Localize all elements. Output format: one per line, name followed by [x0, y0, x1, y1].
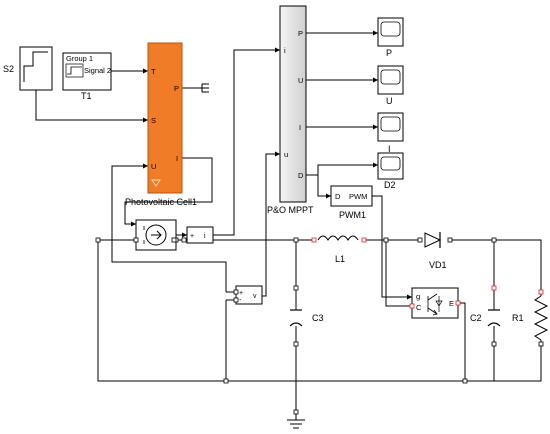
mppt-port-i: i: [284, 46, 286, 55]
connection-port: [447, 237, 453, 243]
scope-u-label: U: [386, 96, 393, 106]
pv-port-p: P: [174, 84, 179, 93]
pv-port-t: T: [151, 67, 156, 76]
connection-port: [293, 341, 299, 347]
l1-label: L1: [335, 254, 345, 264]
mppt-label: P&O MPPT: [267, 205, 314, 215]
s2-label: S2: [3, 64, 14, 74]
connection-port: [491, 285, 497, 291]
t1-label: T1: [81, 91, 92, 101]
capacitor-c2[interactable]: C2: [470, 309, 501, 327]
connection-port: [181, 237, 187, 243]
connection-port: [293, 237, 299, 243]
connection-port: [409, 303, 415, 309]
connection-port: [491, 237, 497, 243]
scope-i-label: I: [388, 144, 391, 154]
pv-connector-icon: [151, 179, 161, 187]
c2-label: C2: [470, 313, 482, 323]
igbt-port-c: C: [416, 303, 422, 312]
diode-vd1[interactable]: VD1: [424, 232, 447, 270]
connection-port: [538, 289, 544, 295]
svg-text:v: v: [253, 293, 257, 300]
connection-port: [491, 341, 497, 347]
connection-port: [311, 237, 317, 243]
capacitor-c3[interactable]: C3: [289, 309, 324, 327]
connection-port: [455, 300, 461, 306]
controlled-current-source-block[interactable]: [135, 219, 177, 251]
scope-p-label: P: [386, 48, 392, 58]
connection-port: [293, 409, 299, 415]
ground-icon: [287, 419, 305, 429]
pv-port-s: S: [151, 116, 156, 125]
scope-d2[interactable]: D2: [377, 152, 404, 190]
t1-block[interactable]: Group 1 Signal 2 T1: [62, 52, 112, 101]
scope-u[interactable]: U: [377, 65, 404, 106]
pwm-port-d: D: [335, 192, 341, 201]
svg-text:+: +: [190, 233, 194, 240]
svg-text:+: +: [239, 290, 243, 297]
igbt-switch[interactable]: g C E: [411, 287, 459, 319]
vd1-label: VD1: [429, 260, 447, 270]
connection-port: [171, 237, 177, 243]
connection-port: [293, 285, 299, 291]
photovoltaic-cell-block[interactable]: T S U P I Photovoltaic Cell1: [125, 42, 197, 207]
pwm-port-out: PWM: [349, 192, 367, 201]
igbt-port-e: E: [449, 299, 454, 308]
t1-group-label: Group 1: [66, 54, 93, 63]
mppt-port-p: P: [298, 29, 303, 38]
scope-p[interactable]: P: [377, 17, 404, 58]
scope-i[interactable]: I: [377, 112, 404, 154]
connection-port: [538, 341, 544, 347]
terminator-icon: [201, 83, 209, 93]
wires: [35, 30, 542, 420]
mppt-block[interactable]: i u P U I D P&O MPPT: [267, 5, 314, 215]
sum-block-current[interactable]: + i: [186, 226, 214, 244]
connection-port: [95, 237, 101, 243]
mppt-port-u: u: [284, 150, 288, 159]
pwm-label: PWM1: [339, 210, 366, 220]
scope-d2-label: D2: [384, 180, 396, 190]
r1-label: R1: [512, 313, 524, 323]
port-markers: [95, 237, 544, 415]
connection-port: [383, 237, 389, 243]
svg-text:-: -: [239, 297, 242, 304]
mppt-port-d: D: [298, 171, 304, 180]
mppt-port-io: I: [299, 123, 301, 132]
connection-port: [361, 237, 367, 243]
connection-port: [233, 289, 239, 295]
inductor-l1[interactable]: L1: [317, 235, 359, 264]
pv-port-u: U: [151, 162, 156, 171]
igbt-port-g: g: [416, 292, 420, 301]
resistor-r1[interactable]: R1: [512, 295, 549, 341]
connection-port: [223, 378, 229, 384]
connection-port: [462, 378, 468, 384]
pv-label: Photovoltaic Cell1: [125, 197, 197, 207]
c3-label: C3: [312, 313, 324, 323]
t1-signal-label: Signal 2: [84, 66, 111, 75]
voltage-measurement-block[interactable]: + - v: [235, 285, 263, 305]
s2-block[interactable]: S2: [3, 46, 53, 91]
mppt-port-uo: U: [298, 76, 303, 85]
connection-port: [233, 297, 239, 303]
igbt-icon: [427, 293, 438, 316]
connection-port: [417, 237, 423, 243]
pwm-block[interactable]: D PWM PWM1: [330, 185, 373, 220]
svg-text:i: i: [204, 233, 206, 240]
connection-port: [133, 237, 139, 243]
pv-port-i: I: [176, 154, 178, 163]
